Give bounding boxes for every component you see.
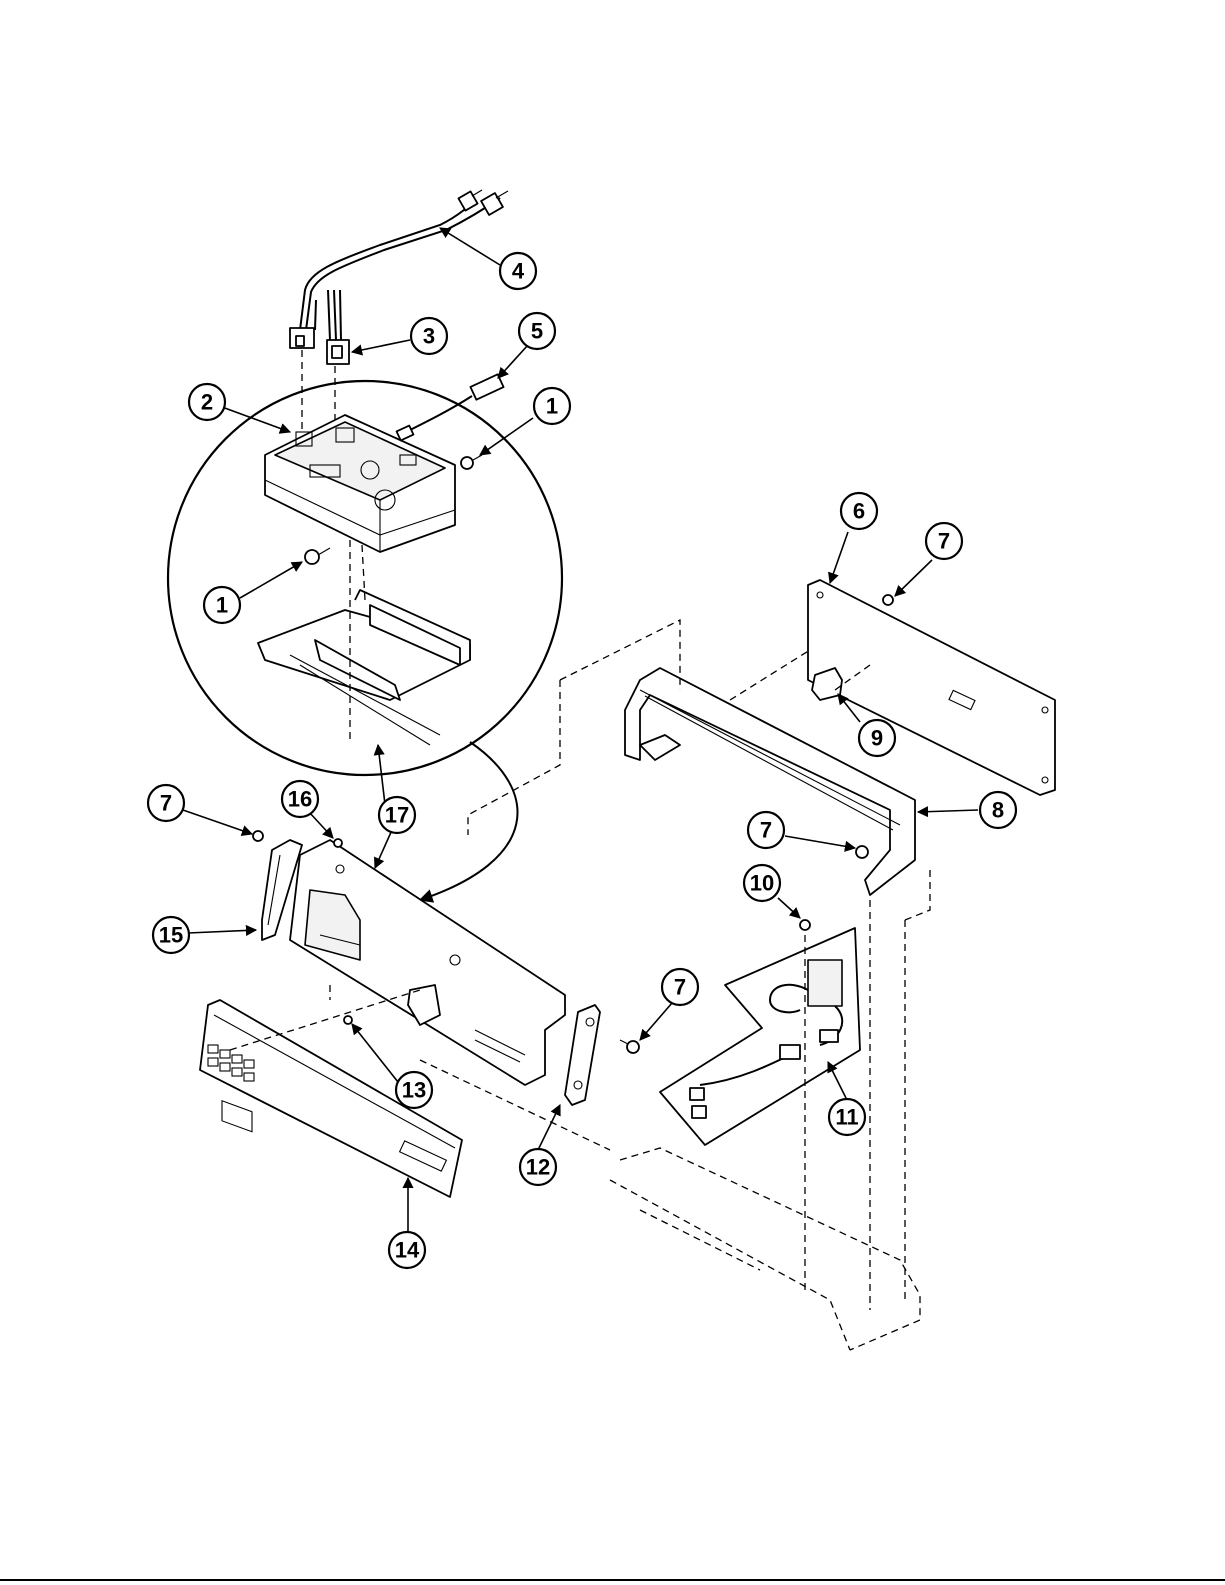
svg-text:6: 6: [853, 499, 865, 524]
svg-text:17: 17: [385, 803, 409, 828]
svg-text:8: 8: [992, 798, 1004, 823]
callout-10: 10: [744, 865, 780, 901]
callout-8: 8: [980, 792, 1016, 828]
callout-12: 12: [520, 1149, 556, 1185]
callout-4: 4: [500, 253, 536, 289]
svg-text:10: 10: [750, 871, 774, 896]
callout-9: 9: [859, 720, 895, 756]
svg-text:7: 7: [674, 975, 686, 1000]
svg-text:1: 1: [216, 593, 228, 618]
svg-text:3: 3: [423, 324, 435, 349]
callout-2: 2: [189, 384, 225, 420]
svg-text:2: 2: [201, 390, 213, 415]
callout-7-middle-right: 7: [748, 812, 784, 848]
end-cap-right: [565, 1005, 600, 1105]
control-board: [265, 415, 455, 552]
svg-text:4: 4: [512, 259, 525, 284]
svg-text:1: 1: [546, 394, 558, 419]
callout-1-lower: 1: [204, 587, 240, 623]
console-panel: [290, 840, 565, 1085]
svg-text:5: 5: [531, 319, 543, 344]
screw-7-side: [856, 846, 868, 858]
callout-11: 11: [829, 1099, 865, 1135]
screw-13: [344, 1016, 352, 1024]
svg-text:13: 13: [402, 1078, 426, 1103]
svg-text:14: 14: [395, 1238, 420, 1263]
screw-16: [334, 839, 342, 847]
callout-17: 17: [379, 797, 415, 833]
svg-text:9: 9: [871, 726, 883, 751]
connector-harness: [327, 290, 349, 364]
callout-15: 15: [153, 917, 189, 953]
callout-13: 13: [396, 1072, 432, 1108]
callout-16: 16: [282, 781, 318, 817]
svg-text:11: 11: [835, 1105, 858, 1130]
callout-1-upper: 1: [534, 388, 570, 424]
svg-text:7: 7: [160, 791, 172, 816]
svg-text:12: 12: [526, 1155, 550, 1180]
svg-text:7: 7: [760, 818, 772, 843]
callout-7-top-right: 7: [926, 523, 962, 559]
callout-7-left: 7: [148, 785, 184, 821]
back-panel: [808, 580, 1055, 795]
screw-7-left: [253, 831, 263, 841]
screw-upper: [461, 455, 482, 469]
screw-10: [800, 920, 810, 930]
callout-3: 3: [411, 318, 447, 354]
screw-7-right: [620, 1040, 639, 1053]
svg-text:7: 7: [938, 529, 950, 554]
wire-harness: [290, 190, 508, 348]
screw-7-top: [883, 595, 893, 605]
callout-14: 14: [389, 1232, 425, 1268]
svg-text:15: 15: [159, 923, 183, 948]
svg-text:16: 16: [288, 787, 312, 812]
board-bracket: [258, 540, 470, 745]
screw-lower: [305, 548, 330, 564]
callout-7-bottom: 7: [662, 969, 698, 1005]
page-bottom-rule: [0, 1579, 1225, 1581]
cable-connector: [397, 374, 504, 440]
callout-6: 6: [841, 493, 877, 529]
callout-5: 5: [519, 313, 555, 349]
